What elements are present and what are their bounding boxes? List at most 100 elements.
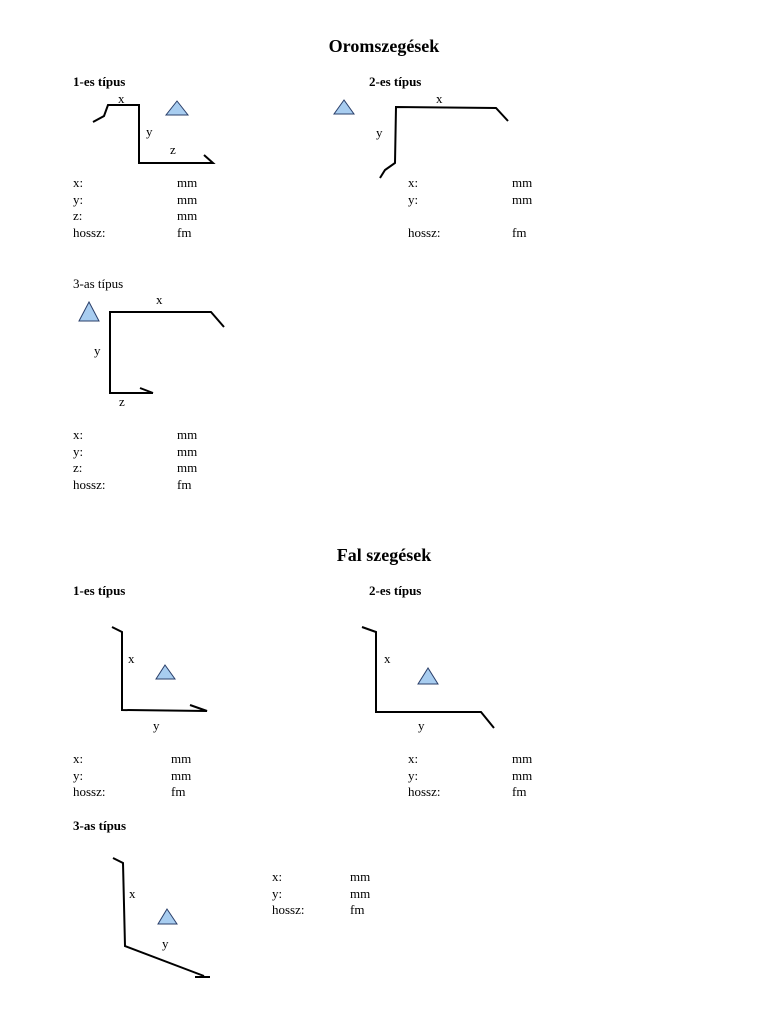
field-unit: mm — [350, 885, 371, 901]
fal-type2-dim-y: y — [418, 718, 425, 733]
fal-type3-dim-x: x — [129, 886, 136, 901]
field-row: x: mm — [73, 175, 197, 192]
field-label: x: — [73, 175, 84, 190]
fal-type1-profile — [111, 626, 208, 712]
section-title-oromszegesek: Oromszegések — [328, 36, 440, 56]
field-unit: mm — [177, 460, 198, 476]
field-row: hossz: fm — [73, 225, 197, 242]
orom-type3-dim-y: y — [94, 343, 101, 358]
field-unit: mm — [177, 175, 198, 190]
field-row: x: mm — [73, 751, 191, 768]
field-unit: mm — [512, 191, 533, 207]
field-label: x: — [272, 869, 283, 884]
field-label: y: — [272, 885, 283, 901]
field-label: y: — [408, 191, 419, 207]
orom-type3-heading: 3-as típus — [73, 276, 124, 291]
field-unit: fm — [177, 225, 192, 241]
field-unit: fm — [177, 477, 192, 493]
field-unit: mm — [177, 191, 198, 207]
field-row: x: mm — [408, 175, 532, 192]
orom-type2-profile — [379, 105, 509, 179]
field-label: hossz: — [408, 225, 441, 241]
field-label: y: — [73, 191, 84, 207]
orom-type2-fields: x: mm y: mm hossz: fm — [408, 175, 532, 242]
field-row: hossz:fm — [73, 784, 191, 801]
field-unit: mm — [512, 751, 533, 766]
orom-type1-heading: 1-es típus — [73, 74, 126, 89]
section-title-falszegesek: Fal szegések — [336, 545, 432, 565]
orom-type3-dim-z: z — [119, 394, 125, 409]
field-unit: mm — [177, 208, 198, 224]
field-label: x: — [408, 175, 419, 190]
field-label: hossz: — [73, 477, 106, 493]
fal-type1-dim-x: x — [128, 651, 135, 666]
field-row: x: mm — [408, 751, 532, 768]
field-row: y: mm — [73, 444, 197, 461]
field-label: x: — [73, 751, 84, 766]
field-label: y: — [73, 443, 84, 459]
triangle-marker-icon — [164, 100, 190, 116]
field-label: hossz: — [272, 902, 305, 918]
field-label: z: — [73, 208, 83, 224]
field-row: hossz: fm — [408, 225, 532, 242]
fal-type1-fields: x: mm y: mm hossz:fm — [73, 751, 191, 801]
field-unit: fm — [171, 784, 186, 800]
field-row: x: mm — [272, 869, 370, 886]
field-unit: mm — [177, 443, 198, 459]
triangle-marker-icon — [157, 908, 178, 925]
orom-type1-profile — [92, 104, 216, 164]
field-row: z: mm — [73, 460, 197, 477]
field-row: hossz: fm — [272, 902, 370, 919]
field-row: hossz: fm — [408, 784, 532, 801]
field-row: y: mm — [408, 192, 532, 209]
field-unit: mm — [512, 175, 533, 190]
field-row: y: mm — [272, 886, 370, 903]
fal-type3-profile — [112, 857, 205, 977]
field-label: hossz: — [73, 225, 106, 241]
orom-type3-profile — [109, 311, 225, 394]
orom-type1-dim-x: x — [118, 91, 125, 106]
field-unit: fm — [512, 784, 527, 800]
orom-type3-dim-x: x — [156, 292, 163, 307]
triangle-marker-icon — [417, 667, 439, 685]
orom-type2-heading: 2-es típus — [369, 74, 422, 89]
field-row: y: mm — [73, 768, 191, 785]
fal-type1-dim-y: y — [153, 718, 160, 733]
field-unit: fm — [512, 225, 527, 241]
field-row: y: mm — [73, 192, 197, 209]
orom-type2-dim-x: x — [436, 91, 443, 106]
orom-type1-fields: x: mm y: mm z: mm hossz: fm — [73, 175, 197, 242]
field-row: z: mm — [73, 208, 197, 225]
field-unit: fm — [350, 902, 365, 918]
field-row: hossz: fm — [73, 477, 197, 494]
fal-type3-heading: 3-as típus — [73, 818, 127, 833]
orom-type1-dim-z: z — [170, 142, 176, 157]
field-label: z: — [73, 460, 83, 476]
triangle-marker-icon — [333, 99, 355, 115]
fal-type2-heading: 2-es típus — [369, 583, 422, 598]
fal-type3-fields: x: mm y: mm hossz: fm — [272, 869, 370, 919]
field-label: hossz: — [408, 784, 441, 800]
field-unit: mm — [171, 767, 192, 783]
triangle-marker-icon — [78, 300, 100, 322]
field-label: y: — [408, 767, 419, 783]
field-label: x: — [73, 427, 84, 442]
fal-type2-fields: x: mm y: mm hossz: fm — [408, 751, 532, 801]
fal-type2-profile — [361, 626, 495, 729]
field-unit: mm — [171, 751, 192, 766]
fal-type2-dim-x: x — [384, 651, 391, 666]
field-unit: mm — [177, 427, 198, 442]
orom-type3-fields: x: mm y: mm z: mm hossz: fm — [73, 427, 197, 494]
fal-type3-dim-y: y — [162, 936, 169, 951]
field-label: x: — [408, 751, 419, 766]
field-unit: mm — [350, 869, 371, 884]
triangle-marker-icon — [155, 664, 176, 680]
field-label: y: — [73, 767, 84, 783]
orom-type1-dim-y: y — [146, 124, 153, 139]
